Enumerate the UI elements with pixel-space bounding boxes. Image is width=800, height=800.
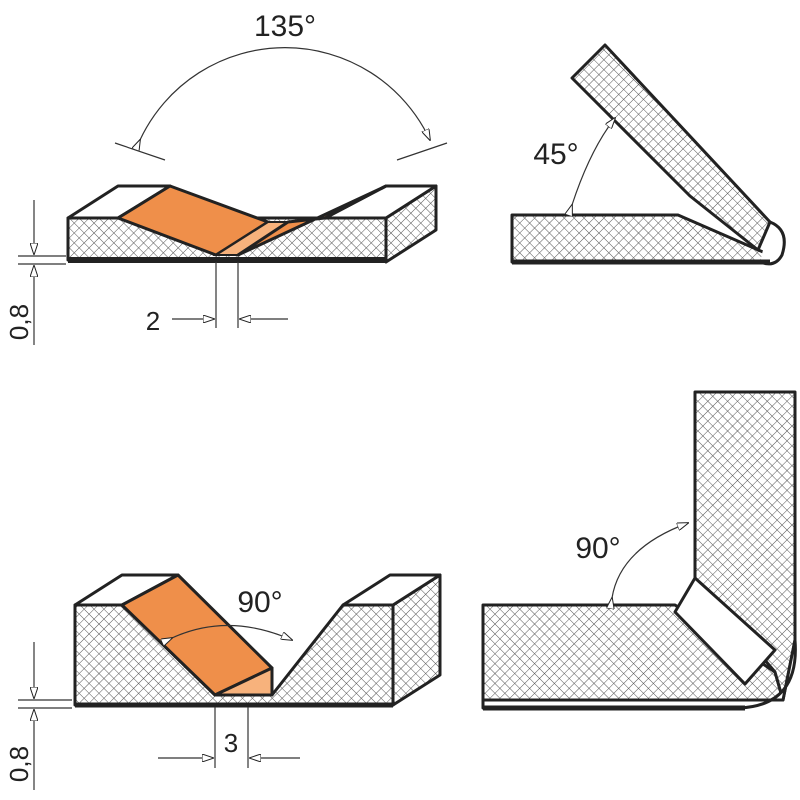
panel-45-bent: 45°	[510, 43, 786, 266]
label-width-3: 3	[224, 728, 238, 758]
angle-arc-90-groove	[172, 624, 292, 640]
angle-arc-45	[572, 118, 615, 205]
angle-arc-90-bend	[612, 523, 688, 598]
label-angle-135: 135°	[254, 10, 316, 43]
label-angle-90-bend: 90°	[575, 532, 620, 565]
groove-face-right	[236, 184, 388, 257]
panel-90-bent: 90°	[481, 390, 797, 711]
angle-arc-135	[140, 47, 430, 140]
label-width-2: 2	[146, 306, 160, 336]
panel-135-groove: 135° 2 0,8	[4, 10, 448, 345]
label-thickness-top: 0,8	[4, 304, 34, 340]
label-angle-45: 45°	[533, 138, 578, 171]
bent-45-flap	[570, 43, 772, 252]
groove-90-top-right	[341, 573, 442, 607]
label-angle-90-groove: 90°	[237, 586, 282, 619]
panel-90-groove: 90° 3 0,8	[4, 573, 442, 790]
groove-90-floor	[213, 666, 274, 697]
label-thickness-bottom: 0,8	[4, 746, 34, 782]
